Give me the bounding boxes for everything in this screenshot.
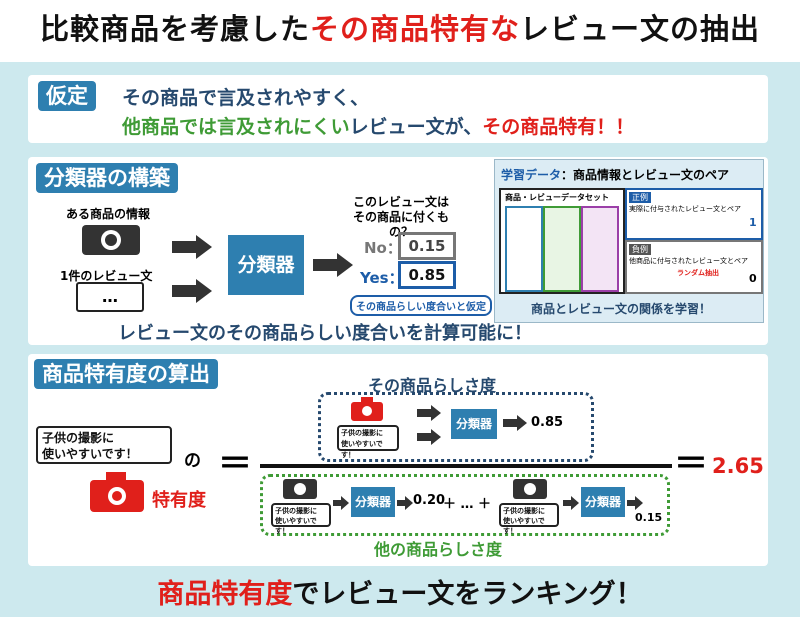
denominator-plus: ＋ … ＋ [443,497,492,512]
positive-example: 正例 実際に付与されたレビュー文とペア 1 [625,188,763,240]
arrow-icon [172,235,212,263]
small-review-line1: 子供の撮影に [503,507,545,515]
arrow-icon [313,253,353,281]
red-camera-icon [90,472,144,516]
arrow-icon [397,495,413,514]
fraction-bar [260,464,672,468]
denominator-value1: 0.20 [413,493,446,508]
camera-icon [80,223,142,261]
classifier-tag: 分類器の構築 [36,163,178,193]
denominator-box: 子供の撮影に 使いやすいです！ 分類器 0.20 ＋ … ＋ 子供の撮影に 使い… [260,474,670,536]
classifier-box: 分類器 [228,235,304,295]
numerator-value: 0.85 [531,415,564,430]
arrow-icon [563,495,579,514]
training-heading: 学習データ：商品情報とレビュー文のペア [501,166,729,183]
question-text: このレビュー文は その商品に付くもの？ [346,195,456,240]
yes-label: Yes： [360,269,404,287]
small-review-line2: 使いやすいです！ [503,517,545,535]
dataset-grid-title: 商品・レビューデータセット [505,193,609,202]
specificity-label: 特有度 [152,490,206,511]
hypothesis-line2: 他商品では言及されにくいレビュー文が、その商品特有！！ [122,112,634,139]
classifier-panel: 分類器の構築 ある商品の情報 1件のレビュー文 … 分類器 このレビュー文は そ… [28,157,768,345]
arrow-icon [417,429,441,449]
specificity-panel: 商品特有度の算出 子供の撮影に 使いやすいです！ の 特有度 ＝ その商品らしさ… [28,354,768,566]
hypothesis-panel: 仮定 その商品で言及されやすく、 他商品では言及されにくいレビュー文が、その商品… [28,75,768,143]
negative-output: 0 [749,272,757,285]
small-review-bubble: 子供の撮影に 使いやすいです！ [337,425,399,459]
negative-example: 負例 他商品に付与されたレビュー文とペア ランダム抽出 0 [625,240,763,294]
question-line2: その商品に付くもの？ [352,210,449,239]
negative-tag: 負例 [629,244,651,255]
arrow-icon [627,495,643,514]
small-review-bubble: 子供の撮影に 使いやすいです！ [499,503,559,535]
classifier-box: 分類器 [351,487,395,517]
no-particle: の [184,451,201,471]
footer-red: 商品特有度 [157,579,293,610]
small-review-line2: 使いやすいです！ [275,517,317,535]
footer-text: 商品特有度でレビュー文をランキング！ [0,572,800,611]
numerator-label: その商品らしさ度 [368,376,497,395]
hypothesis-green-text: 他商品では言及されにくい [122,116,350,138]
question-line1: このレビュー文は [352,195,449,209]
red-camera-icon [351,397,383,425]
hypothesis-tag: 仮定 [38,81,96,111]
dataset-column [543,206,581,292]
arrow-icon [503,415,527,435]
specificity-tag: 商品特有度の算出 [34,359,218,389]
dataset-column [581,206,619,292]
footer-black: でレビュー文をランキング！ [292,579,643,610]
review-bubble: 子供の撮影に 使いやすいです！ [36,426,172,464]
positive-output: 1 [749,216,757,229]
title-part1: 比較商品を考慮した [39,12,310,46]
product-info-label: ある商品の情報 [66,207,151,221]
small-review-line1: 子供の撮影に [341,429,383,437]
review-box: … [76,282,144,312]
assumption-note: その商品らしい度合いと仮定 [350,295,492,316]
camera-icon [283,479,317,503]
hypothesis-line1: その商品で言及されやすく、 [122,87,370,109]
title-part3: レビュー文の抽出 [520,12,761,46]
no-value-box: 0.15 [398,232,456,260]
small-review-bubble: 子供の撮影に 使いやすいです！ [271,503,331,535]
dataset-column [505,206,543,292]
result-value: 2.65 [712,454,764,478]
denominator-value2: 0.15 [635,511,663,524]
yes-value-box: 0.85 [398,261,456,289]
training-data-panel: 学習データ：商品情報とレビュー文のペア 商品・レビューデータセット 正例 実際に… [494,159,764,323]
positive-desc: 実際に付与されたレビュー文とペア [629,205,741,213]
camera-icon [513,479,547,503]
page-title: 比較商品を考慮したその商品特有なレビュー文の抽出 [0,6,800,48]
equals-sign: ＝ [218,444,252,484]
dataset-grid: 商品・レビューデータセット [499,188,625,294]
positive-tag: 正例 [629,192,651,203]
negative-desc: 他商品に付与されたレビュー文とペア [629,257,748,265]
hypothesis-blue-text: レビュー文が、 [349,116,483,138]
numerator-box: 子供の撮影に 使いやすいです！ 分類器 0.85 [318,392,594,462]
small-review-line1: 子供の撮影に [275,507,317,515]
review-line1: 子供の撮影に [42,431,115,445]
hypothesis-red-text: その商品特有！！ [482,116,635,138]
review-line2: 使いやすいです！ [42,447,138,461]
equals-sign: ＝ [674,444,708,484]
denominator-label: 他の商品らしさ度 [374,540,503,559]
title-part2: その商品特有な [309,12,520,46]
training-heading-b: ：商品情報とレビュー文のペア [561,168,730,182]
training-footer: 商品とレビュー文の関係を学習！ [531,302,712,316]
classifier-box: 分類器 [451,409,497,439]
arrow-icon [417,405,441,425]
random-extract-label: ランダム抽出 [677,269,719,277]
classifier-box: 分類器 [581,487,625,517]
review-label: 1件のレビュー文 [60,269,153,283]
training-heading-a: 学習データ [501,168,562,182]
arrow-icon [172,279,212,307]
small-review-line2: 使いやすいです！ [341,440,383,459]
classifier-summary: レビュー文のその商品らしい度合いを計算可能に！ [118,323,532,344]
arrow-icon [333,495,349,514]
no-label: No： [364,239,402,257]
